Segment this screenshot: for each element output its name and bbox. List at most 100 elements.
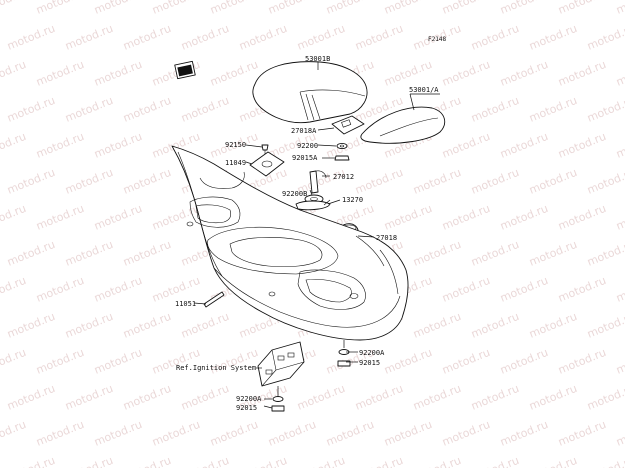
label-27012: 27012 <box>333 173 354 181</box>
watermark-text: motod.ru <box>614 0 625 17</box>
watermark-text: motod.ru <box>585 22 625 53</box>
watermark-text: motod.ru <box>63 166 115 197</box>
watermark-text: motod.ru <box>150 0 202 17</box>
watermark-text: motod.ru <box>469 310 521 341</box>
watermark-text: motod.ru <box>498 274 550 305</box>
watermark-text: motod.ru <box>556 346 608 377</box>
label-92200b: 92200B <box>282 190 307 198</box>
watermark-text: motod.ru <box>585 382 625 413</box>
watermark-text: motod.ru <box>440 130 492 161</box>
watermark-text: motod.ru <box>411 382 463 413</box>
watermark-text: motod.ru <box>469 454 521 468</box>
watermark-text: motod.ru <box>0 274 28 305</box>
part-labels: 53001B 53001/A 27018A 92150 92200 11049 … <box>175 55 439 412</box>
watermark-text: motod.ru <box>208 58 260 89</box>
label-92200: 92200 <box>297 142 318 150</box>
watermark-text: motod.ru <box>353 166 405 197</box>
watermark-text: motod.ru <box>469 94 521 125</box>
watermark-text: motod.ru <box>34 418 86 449</box>
watermark-text: motod.ru <box>614 58 625 89</box>
plate-13270 <box>295 200 331 211</box>
watermark-text: motod.ru <box>440 418 492 449</box>
watermark-text: motod.ru <box>63 238 115 269</box>
nut-92015a <box>334 155 350 161</box>
hull-deck <box>171 145 409 341</box>
watermark-text: motod.ru <box>440 202 492 233</box>
watermark-text: motod.ru <box>63 22 115 53</box>
watermark-text: motod.ru <box>0 418 28 449</box>
watermark-text: motod.ru <box>150 418 202 449</box>
watermark-text: motod.ru <box>237 454 289 468</box>
label-53001b: 53001B <box>305 55 330 63</box>
watermark-text: motod.ru <box>150 346 202 377</box>
ignition-bracket <box>257 341 305 387</box>
watermark-text: motod.ru <box>614 346 625 377</box>
pin-11051 <box>203 291 225 308</box>
watermark-text: motod.ru <box>121 310 173 341</box>
watermark-text: motod.ru <box>179 310 231 341</box>
watermark-text: motod.ru <box>0 346 28 377</box>
watermark-text: motod.ru <box>34 130 86 161</box>
watermark-text: motod.ru <box>121 166 173 197</box>
watermark-text: motod.ru <box>0 202 28 233</box>
watermark-text: motod.ru <box>34 274 86 305</box>
watermark-text: motod.ru <box>5 166 57 197</box>
watermark-text: motod.ru <box>498 418 550 449</box>
watermark-text: motod.ru <box>63 94 115 125</box>
watermark-text: motod.ru <box>527 22 579 53</box>
watermark-text: motod.ru <box>92 346 144 377</box>
watermark-text: motod.ru <box>353 454 405 468</box>
watermark-text: motod.ru <box>295 382 347 413</box>
watermark-text: motod.ru <box>585 238 625 269</box>
rod-27012 <box>309 170 327 194</box>
watermark-text: motod.ru <box>92 130 144 161</box>
bracket-11049 <box>249 151 285 177</box>
label-92150: 92150 <box>225 141 246 149</box>
watermark-text: motod.ru <box>614 130 625 161</box>
watermark-text: motod.ru <box>382 0 434 17</box>
watermark-text: motod.ru <box>614 202 625 233</box>
watermark-text: motod.ru <box>0 130 28 161</box>
watermark-text: motod.ru <box>498 0 550 17</box>
watermark-text: motod.ru <box>556 274 608 305</box>
label-13270: 13270 <box>342 196 363 204</box>
watermark-text: motod.ru <box>527 94 579 125</box>
watermark-text: motod.ru <box>440 0 492 17</box>
watermark-text: motod.ru <box>527 382 579 413</box>
watermark-text: motod.ru <box>469 382 521 413</box>
front-seat-53001a <box>360 106 446 144</box>
watermark-text: motod.ru <box>34 58 86 89</box>
nut-92015-left <box>271 405 285 412</box>
watermark-text: motod.ru <box>469 22 521 53</box>
watermark-text: motod.ru <box>121 382 173 413</box>
watermark-text: motod.ru <box>121 454 173 468</box>
label-11051: 11051 <box>175 300 196 308</box>
watermark-text: motod.ru <box>208 0 260 17</box>
watermark-text: motod.ru <box>92 58 144 89</box>
watermark-text: motod.ru <box>469 166 521 197</box>
watermark-text: motod.ru <box>5 22 57 53</box>
watermark-text: motod.ru <box>585 94 625 125</box>
watermark-text: motod.ru <box>411 166 463 197</box>
watermark-text: motod.ru <box>382 418 434 449</box>
watermark-text: motod.ru <box>5 94 57 125</box>
watermark-text: motod.ru <box>92 0 144 17</box>
label-27018: 27018 <box>376 234 397 242</box>
washer-92200a-left <box>272 396 284 402</box>
rear-seat-53001b <box>252 61 368 124</box>
label-92200a-left: 92200A <box>236 395 262 403</box>
watermark-text: motod.ru <box>5 238 57 269</box>
watermark-text: motod.ru <box>34 0 86 17</box>
seat-latch-27018a <box>331 115 365 135</box>
watermark-text: motod.ru <box>527 454 579 468</box>
watermark-text: motod.ru <box>150 202 202 233</box>
watermark-text: motod.ru <box>5 454 57 468</box>
watermark-text: motod.ru <box>382 58 434 89</box>
watermark-text: motod.ru <box>556 0 608 17</box>
label-ref-ignition-system: Ref.Ignition System <box>176 364 256 372</box>
watermark-text: motod.ru <box>469 238 521 269</box>
watermark-text: motod.ru <box>527 238 579 269</box>
watermark-text: motod.ru <box>353 22 405 53</box>
label-11049: 11049 <box>225 159 246 167</box>
